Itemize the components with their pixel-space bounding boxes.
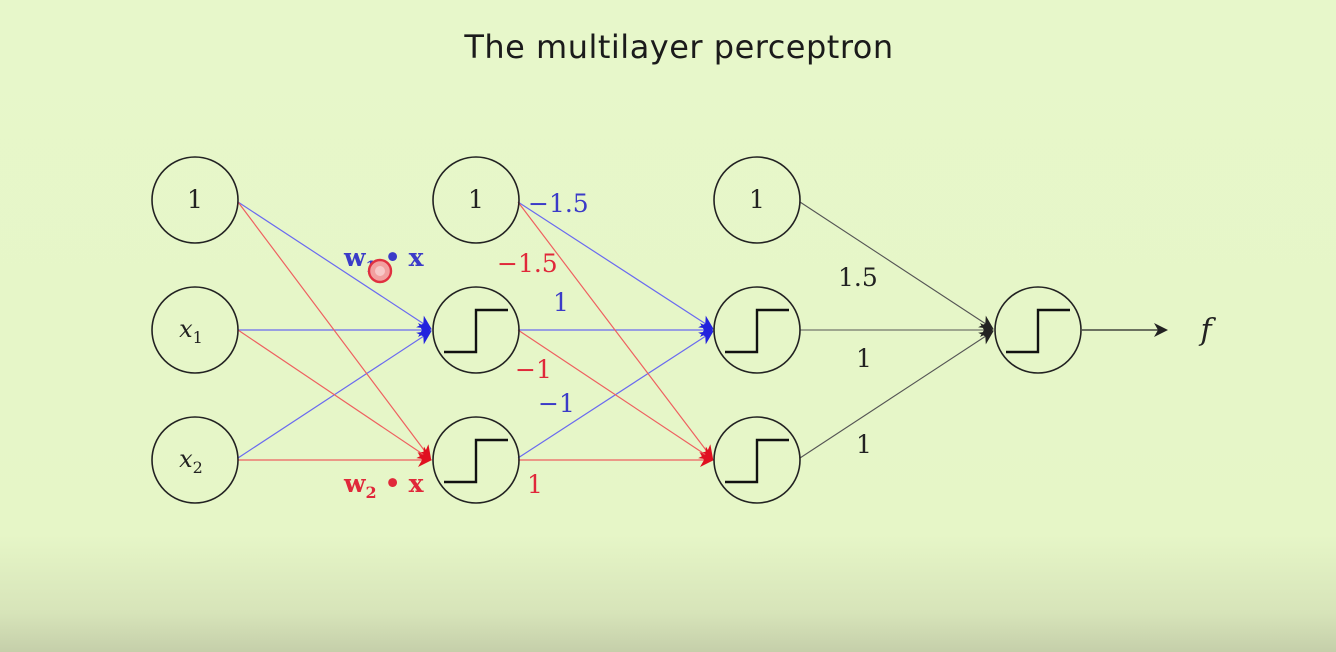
hidden1-bias-label: 1 [468, 185, 484, 214]
input-x1-label: x1 [179, 315, 203, 347]
weight-bias-h2b: −1.5 [497, 249, 558, 278]
input-bias-label: 1 [187, 185, 203, 214]
weight-h1a-h2a: 1 [553, 288, 569, 317]
edge-in1-to-h1b [237, 201, 432, 460]
step-function-icon [1006, 308, 1070, 354]
slide-title: The multilayer perceptron [464, 28, 894, 66]
step-function-icon [725, 308, 789, 354]
edge-h2b-to-out [799, 330, 994, 459]
edge-b1-to-h2a [517, 201, 714, 330]
weight-h1b-h2b: 1 [527, 470, 543, 499]
dot-product-w2-label: w2•x [343, 469, 425, 502]
pointer-cursor-icon [367, 258, 393, 284]
weight-bias-out: 1.5 [838, 263, 878, 292]
edges-input-to-hidden1 [237, 201, 432, 467]
hidden1-node-step-a [432, 286, 520, 374]
input-layer: 1 x1 x2 [151, 156, 239, 504]
edge-b1-to-h2b [517, 201, 714, 460]
weight-h2b-out: 1 [856, 430, 872, 459]
output-node-step [994, 286, 1082, 374]
weight-bias-h2a: −1.5 [528, 189, 589, 218]
hidden2-node-step-b [713, 416, 801, 504]
weight-h1b-h2a: −1 [538, 389, 575, 418]
hidden2-node-bias [713, 156, 801, 244]
hidden1-node-step-b [432, 416, 520, 504]
edge-in1-to-h1a [237, 201, 432, 330]
edges-hidden1-to-hidden2 [517, 201, 714, 467]
input-node-bias [151, 156, 239, 244]
input-x2-label: x2 [179, 445, 203, 477]
weight-h2a-out: 1 [856, 344, 872, 373]
weight-h1a-h2b: −1 [515, 355, 552, 384]
hidden-layer-2: 1 [713, 156, 801, 504]
hidden2-node-step-a [713, 286, 801, 374]
step-function-icon [725, 438, 789, 484]
hidden1-node-bias [432, 156, 520, 244]
output-f-label: f [1198, 313, 1216, 348]
hidden2-bias-label: 1 [749, 185, 765, 214]
edge-inx1-to-h1b [237, 329, 432, 461]
edge-b2-to-out [799, 201, 994, 330]
input-node-x1 [151, 286, 239, 374]
step-function-icon [444, 438, 508, 484]
edge-h1a-to-h2b [517, 329, 714, 461]
step-function-icon [444, 308, 508, 354]
edges-hidden2-to-output [799, 201, 1168, 459]
hidden-layer-1: 1 [432, 156, 520, 504]
input-node-x2 [151, 416, 239, 504]
